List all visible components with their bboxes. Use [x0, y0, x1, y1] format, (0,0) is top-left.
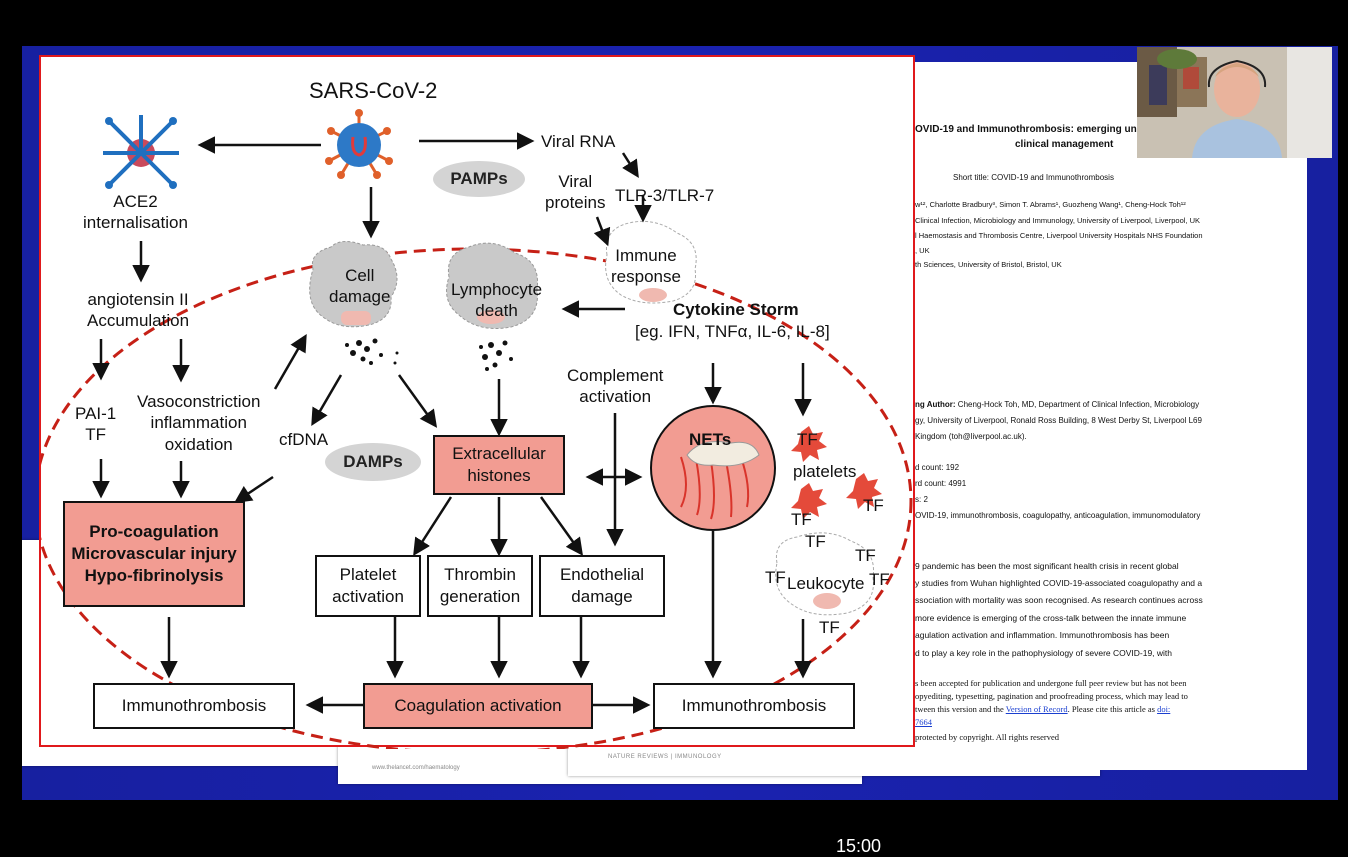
extracellular-histones-box: Extracellular histones: [433, 435, 565, 495]
viral-rna-label: Viral RNA: [541, 132, 616, 151]
cell-damage-label: Cell damage: [329, 266, 391, 307]
cell-damage-icon: [309, 241, 398, 328]
doc-note4[interactable]: 7664: [915, 717, 932, 727]
leukocyte-icon: [775, 532, 875, 616]
sars-cov-2-virus-icon: [325, 109, 393, 179]
cytokine-list-label: [eg. IFN, TNFα, IL-6, IL-8]: [635, 322, 830, 341]
tf-label-6: TF: [765, 568, 786, 587]
platelets-label: platelets: [793, 462, 857, 481]
pai1-tf-label: PAI-1 TF: [75, 404, 117, 445]
pamps-oval: PAMPs: [433, 161, 525, 197]
doc-corr3: Kingdom (toh@liverpool.ac.uk).: [915, 432, 1027, 441]
tf-label-4: TF: [805, 532, 826, 551]
doc-title-line1: OVID-19 and Immunothrombosis: emerging u…: [915, 124, 1137, 135]
doc-corr-label: ng Author:: [915, 400, 956, 409]
lymphocyte-death-icon: [446, 242, 539, 329]
pro-coagulation-box: Pro-coagulation Microvascular injury Hyp…: [63, 501, 245, 607]
lancet-footer: www.thelancet.com/haematology: [372, 765, 460, 771]
tf-label-7: TF: [869, 570, 890, 589]
viral-proteins-label: Viral proteins: [545, 172, 606, 213]
immunothrombosis-diagram: SARS-CoV-2 ACE2 internalisation angioten…: [39, 55, 915, 749]
doc-title-line2: clinical management: [1015, 139, 1114, 150]
doc-note3-a: tween this version and the: [915, 704, 1006, 714]
doc-abstract6: d to play a key role in the pathophysiol…: [915, 648, 1173, 658]
tf-label-3: TF: [791, 510, 812, 529]
doi-link[interactable]: doi:: [1157, 704, 1171, 714]
doc-note1: s been accepted for publication and unde…: [915, 678, 1187, 688]
thrombin-generation-box: Thrombin generation: [427, 555, 533, 617]
doc-aff1: Clinical Infection, Microbiology and Imm…: [915, 216, 1200, 225]
virus-title: SARS-CoV-2: [309, 78, 438, 103]
doc-abstract2: y studies from Wuhan highlighted COVID-1…: [915, 578, 1203, 588]
doc-abstract5: agulation activation and inflammation. I…: [915, 630, 1170, 640]
doc-abstract4: more evidence is emerging of the cross-t…: [915, 613, 1187, 623]
immunothrombosis-right-box: Immunothrombosis: [653, 683, 855, 729]
doc-authors: w¹², Charlotte Bradbury³, Simon T. Abram…: [915, 200, 1186, 209]
platelet-icons: [791, 426, 882, 519]
immune-response-cell-icon: [605, 220, 697, 304]
doc-corr2: gy, University of Liverpool, Ronald Ross…: [915, 416, 1202, 425]
doc-note2: opyediting, typesetting, pagination and …: [915, 691, 1188, 701]
doc-copyright: protected by copyright. All rights reser…: [915, 732, 1059, 742]
version-of-record-link[interactable]: Version of Record: [1005, 704, 1068, 714]
timer-readout: 15:00: [836, 836, 882, 856]
angiotensin-label: angiotensin II Accumulation: [87, 290, 190, 331]
doc-keywords: OVID-19, immunothrombosis, coagulopathy,…: [915, 511, 1201, 520]
doc-short-title: Short title: COVID-19 and Immunothrombos…: [953, 173, 1114, 182]
immunothrombosis-left-box: Immunothrombosis: [93, 683, 295, 729]
doc-aff3: , UK: [915, 246, 930, 255]
nets-circle: [650, 405, 776, 531]
tf-label-5: TF: [855, 546, 876, 565]
cfdna-label: cfDNA: [279, 430, 329, 449]
endothelial-damage-box: Endothelial damage: [539, 555, 665, 617]
ace2-label: ACE2 internalisation: [83, 192, 188, 233]
doc-count3: s: 2: [915, 495, 928, 504]
doc-note3: tween this version and the Version of Re…: [915, 704, 1170, 714]
doc-abstract3: ssociation with mortality was soon recog…: [915, 595, 1203, 605]
cell-debris-dots-1: [345, 338, 399, 365]
ace2-receptor-icon: [103, 115, 179, 189]
cell-debris-dots-2: [479, 340, 513, 371]
nets-label: NETs: [689, 430, 732, 449]
lymphocyte-death-label: Lymphocyte death: [451, 280, 543, 321]
doc-aff4: th Sciences, University of Bristol, Bris…: [915, 260, 1062, 269]
tf-label-2: TF: [863, 496, 884, 515]
complement-label: Complement activation: [567, 366, 664, 407]
vasoconstriction-label: Vasoconstriction inflammation oxidation: [137, 392, 261, 454]
flow-arrows: [92, 132, 812, 714]
presenter-webcam: [1137, 47, 1332, 158]
diagram-graphics: [41, 109, 913, 749]
doc-count1: d count: 192: [915, 463, 960, 472]
coagulation-activation-box: Coagulation activation: [363, 683, 593, 729]
leukocyte-label: Leukocyte: [787, 574, 865, 593]
tlr-label: TLR-3/TLR-7: [615, 186, 715, 205]
tf-label-1: TF: [797, 430, 818, 449]
platelet-activation-box: Platelet activation: [315, 555, 421, 617]
nature-footer: NATURE REVIEWS | IMMUNOLOGY: [608, 754, 722, 760]
damps-oval: DAMPs: [325, 443, 421, 481]
doc-note3-b: . Please cite this article as: [1067, 704, 1158, 714]
immune-response-label: Immune response: [611, 246, 681, 287]
cytokine-storm-label: Cytokine Storm: [673, 300, 799, 319]
doc-corr-text: Cheng-Hock Toh, MD, Department of Clinic…: [955, 400, 1200, 409]
doc-corr1: ng Author: Cheng-Hock Toh, MD, Departmen…: [915, 400, 1199, 409]
doc-aff2: l Haemostasis and Thrombosis Centre, Liv…: [915, 231, 1203, 240]
doc-count2: rd count: 4991: [915, 479, 967, 488]
tf-label-8: TF: [819, 618, 840, 637]
doc-abstract1: 9 pandemic has been the most significant…: [915, 561, 1179, 571]
